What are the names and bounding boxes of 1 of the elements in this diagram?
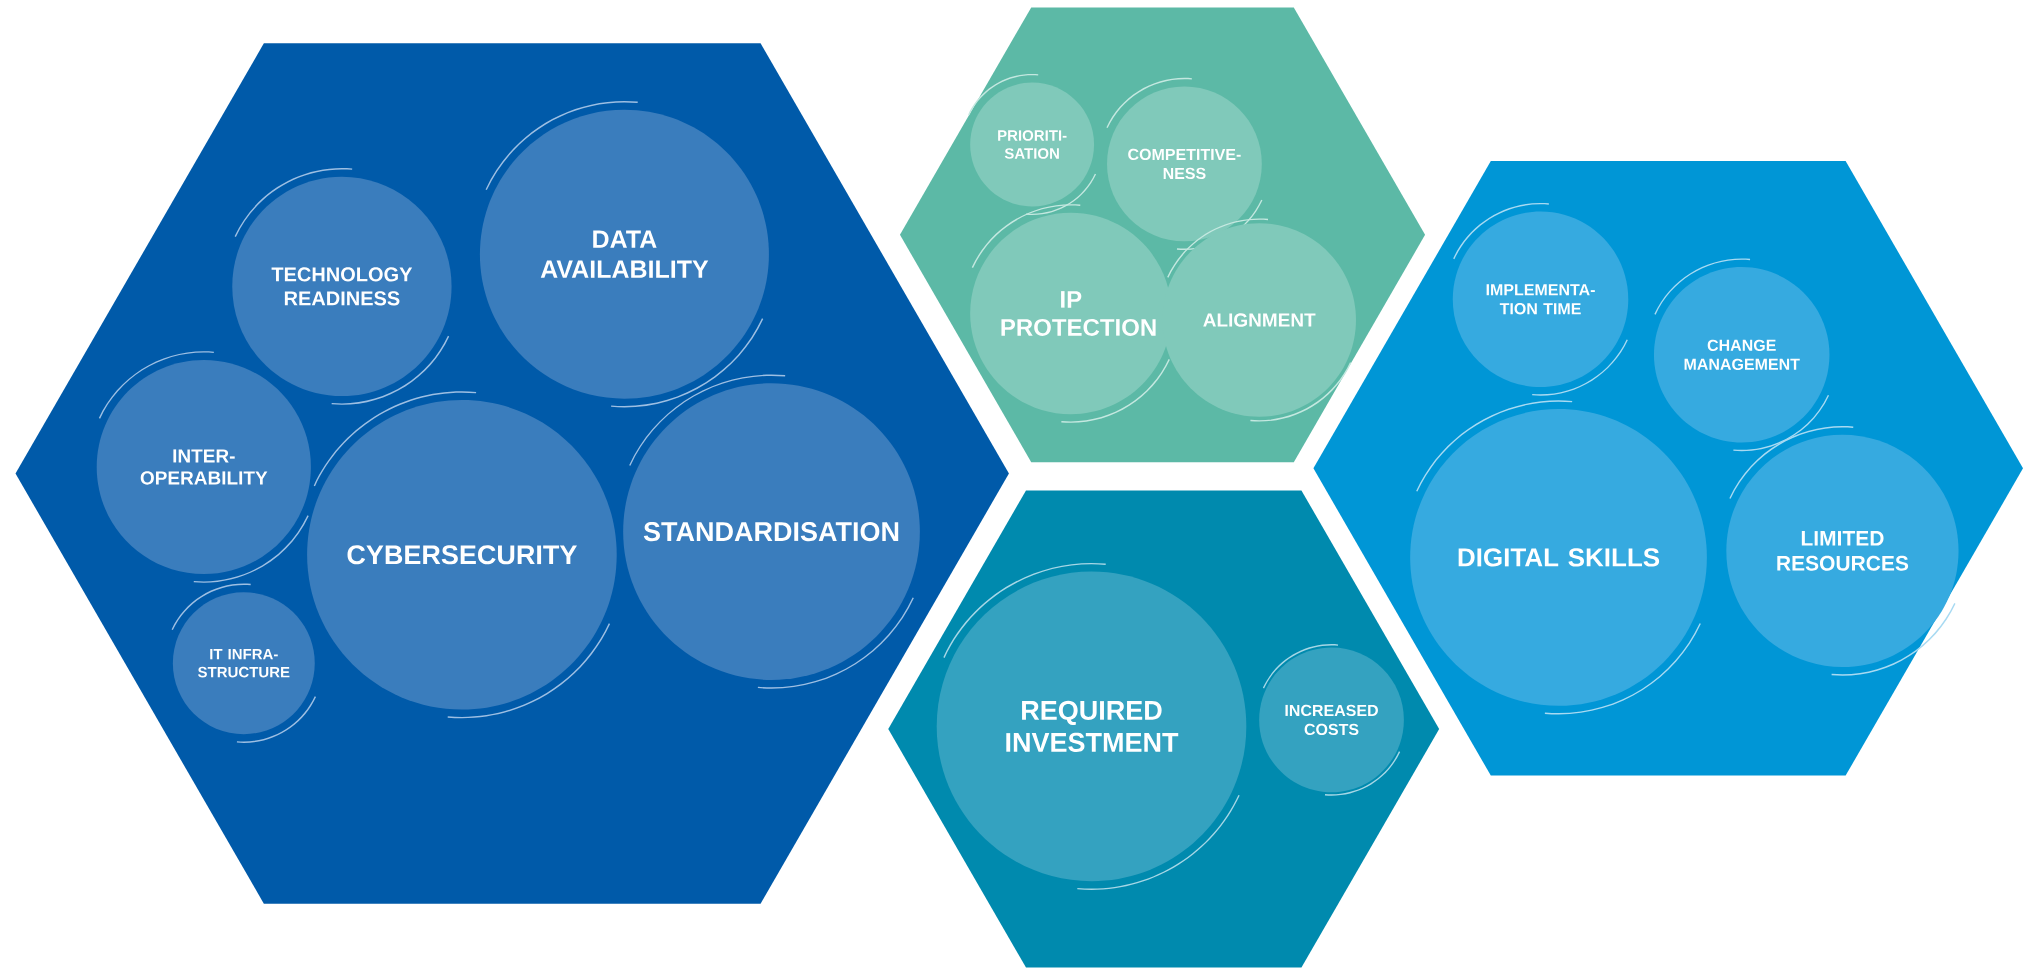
node-label: COMPETITIVE- NESS: [1128, 148, 1241, 180]
